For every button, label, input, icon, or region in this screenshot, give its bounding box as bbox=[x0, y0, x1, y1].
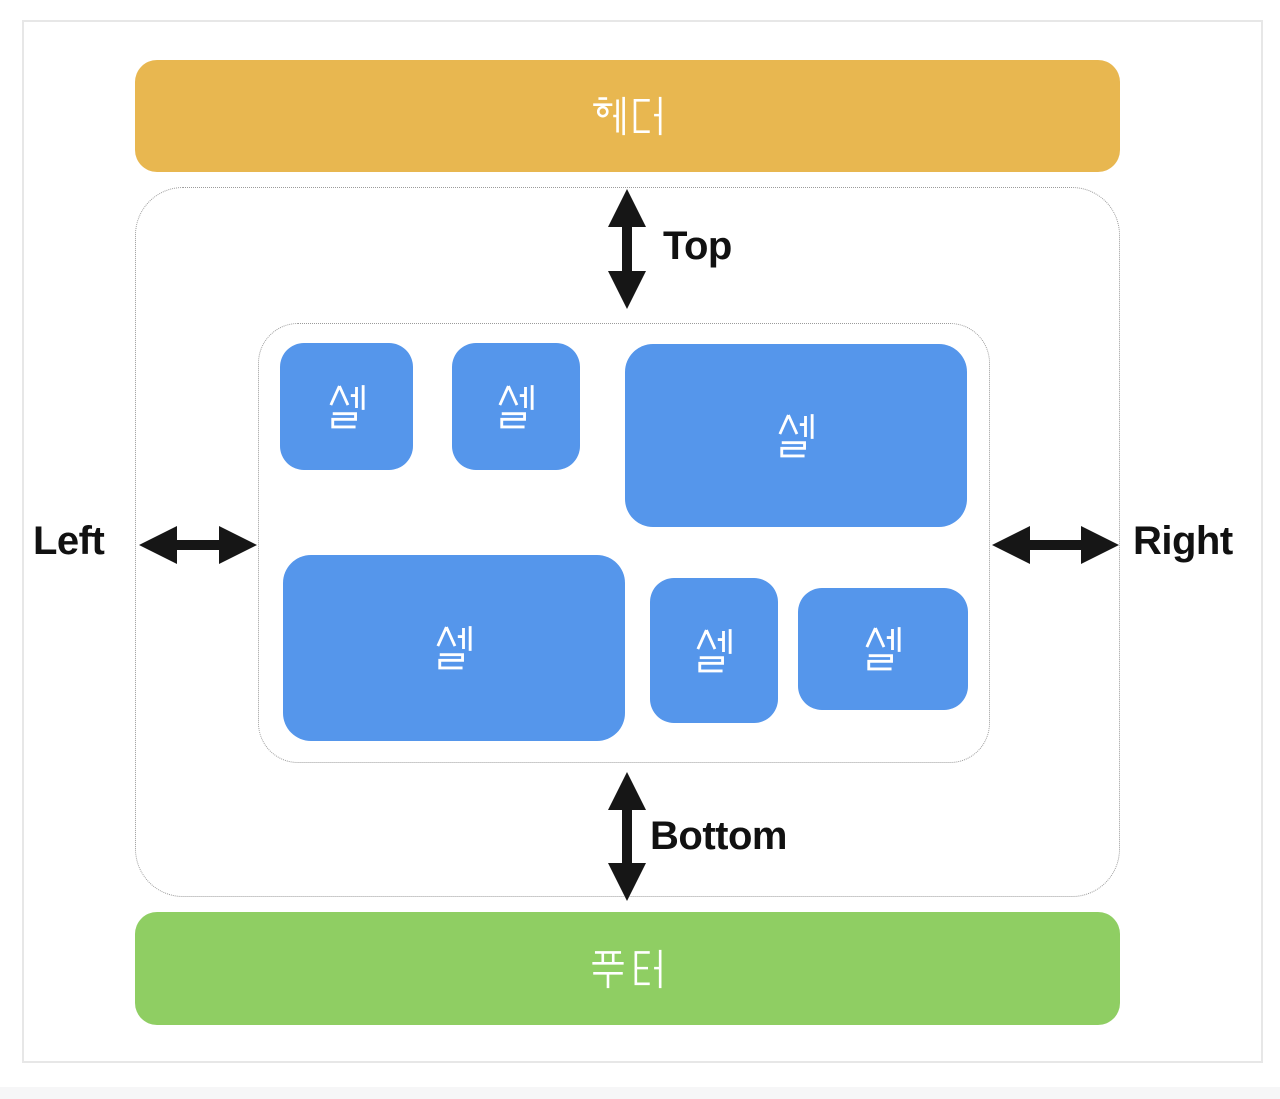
footer-label-glyph bbox=[590, 948, 661, 989]
cell-label-glyph bbox=[498, 384, 534, 428]
cell: 셀 bbox=[625, 344, 967, 527]
right-inset-arrow-icon bbox=[992, 526, 1119, 564]
cell-label-glyph bbox=[696, 628, 732, 672]
top-inset-label: Top bbox=[663, 224, 732, 268]
left-inset-arrow-icon bbox=[139, 526, 257, 564]
header-bar: 헤더 bbox=[135, 60, 1120, 172]
cell-label-glyph bbox=[436, 626, 472, 670]
cell: 셀 bbox=[452, 343, 580, 470]
section-outline bbox=[258, 323, 990, 763]
bottom-inset-arrow-icon bbox=[608, 772, 646, 901]
bottom-inset-label: Bottom bbox=[650, 814, 787, 858]
cell: 셀 bbox=[283, 555, 625, 741]
cell: 셀 bbox=[798, 588, 968, 710]
top-inset-arrow-icon bbox=[608, 189, 646, 309]
cell: 셀 bbox=[650, 578, 778, 723]
cell-label-glyph bbox=[778, 413, 814, 457]
cell-label-glyph bbox=[865, 627, 901, 671]
cell: 셀 bbox=[280, 343, 413, 470]
footer-bar: 푸터 bbox=[135, 912, 1120, 1025]
right-inset-label: Right bbox=[1133, 519, 1233, 563]
header-label-glyph bbox=[591, 96, 661, 136]
left-inset-label: Left bbox=[33, 519, 105, 563]
cell-label-glyph bbox=[328, 384, 365, 428]
page-bottom-strip bbox=[0, 1087, 1280, 1099]
